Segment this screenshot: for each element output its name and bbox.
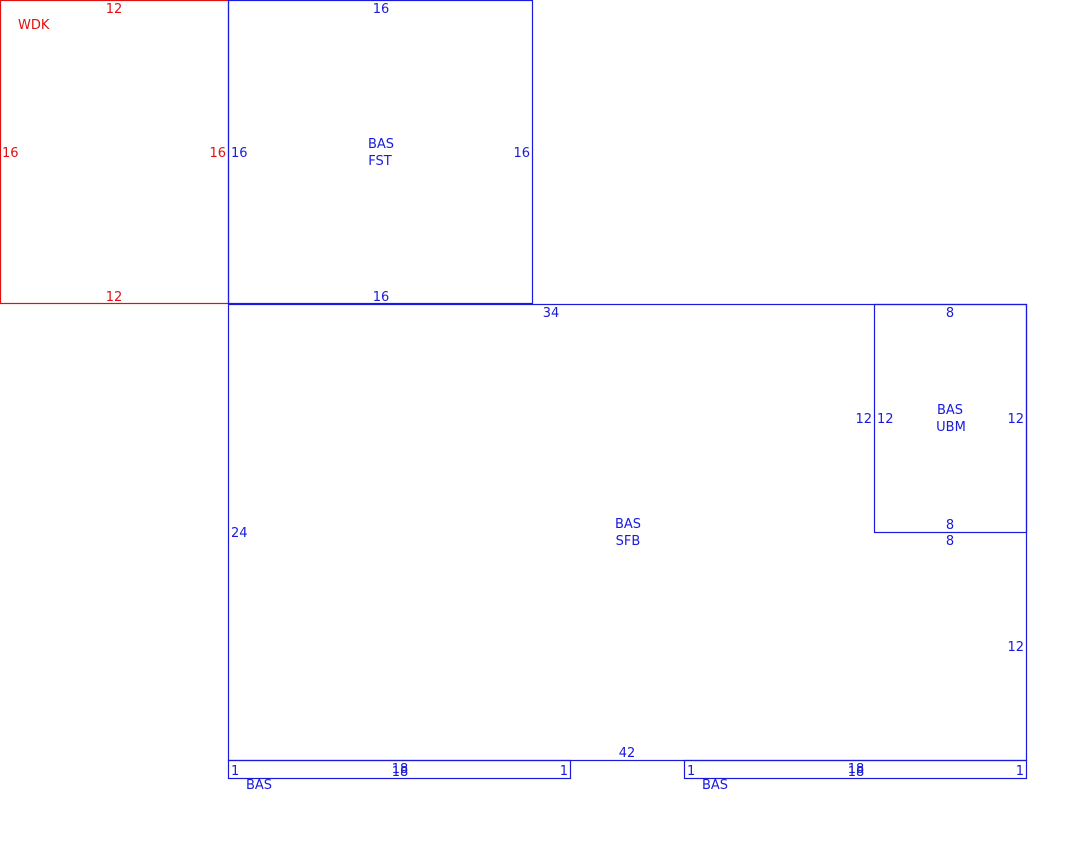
ubm-label-line1: BAS [937,403,963,418]
fst-label-line1: BAS [368,137,394,152]
wdk-area: WDK 12 12 16 16 [0,0,230,305]
ubm-dim-bottom-below: 8 [946,534,954,549]
bas-strip-right-dim-left: 1 [687,764,695,779]
bas-strip-right-dim-top: 18 [848,762,865,777]
wdk-dim-right: 16 [209,146,226,161]
ubm-dim-top: 8 [946,306,954,321]
sfb-dim-left: 24 [231,526,248,541]
bas-strip-left-outline [227,759,572,780]
ubm-outline [873,303,1028,534]
ubm-dim-left: 12 [877,412,894,427]
bas-strip-left: 1 1 18 18 BAS [227,759,572,793]
fst-area: BAS FST 16 16 16 16 [227,0,534,305]
bas-strip-left-dim-left: 1 [231,764,239,779]
bas-strip-right-dim-bottom: 18 [848,765,865,780]
fst-label-line2: FST [368,154,392,169]
sfb-dim-bottom: 42 [619,746,636,761]
bas-strip-right: 1 1 18 18 BAS [683,759,1028,793]
fst-dim-left: 16 [231,146,248,161]
bas-strip-left-dim-right: 1 [560,764,568,779]
sfb-label-line1: BAS [615,517,641,532]
sfb-dim-top: 34 [543,306,560,321]
ubm-dim-right: 12 [1007,412,1024,427]
bas-strip-left-dim-top: 18 [392,762,409,777]
fst-dim-top: 16 [373,2,390,17]
bas-strip-left-dim-bottom: 18 [392,765,409,780]
bas-strip-left-label: BAS [246,778,272,793]
fst-dim-bottom: 16 [373,290,390,305]
ubm-area: BAS UBM 8 12 12 12 8 8 [855,303,1028,549]
ubm-dim-bottom: 8 [946,518,954,533]
wdk-label: WDK [18,18,50,33]
bas-strip-right-dim-right: 1 [1016,764,1024,779]
wdk-dim-top: 12 [106,2,123,17]
fst-dim-right: 16 [513,146,530,161]
sfb-label-line2: SFB [616,534,641,549]
ubm-dim-left-outer: 12 [855,412,872,427]
fst-outline [227,0,534,305]
wdk-dim-left: 16 [2,146,19,161]
wdk-dim-bottom: 12 [106,290,123,305]
bas-strip-right-label: BAS [702,778,728,793]
wdk-outline [0,0,230,305]
sfb-dim-right: 12 [1007,640,1024,655]
ubm-label-line2: UBM [936,420,966,435]
bas-strip-right-outline [683,759,1028,780]
